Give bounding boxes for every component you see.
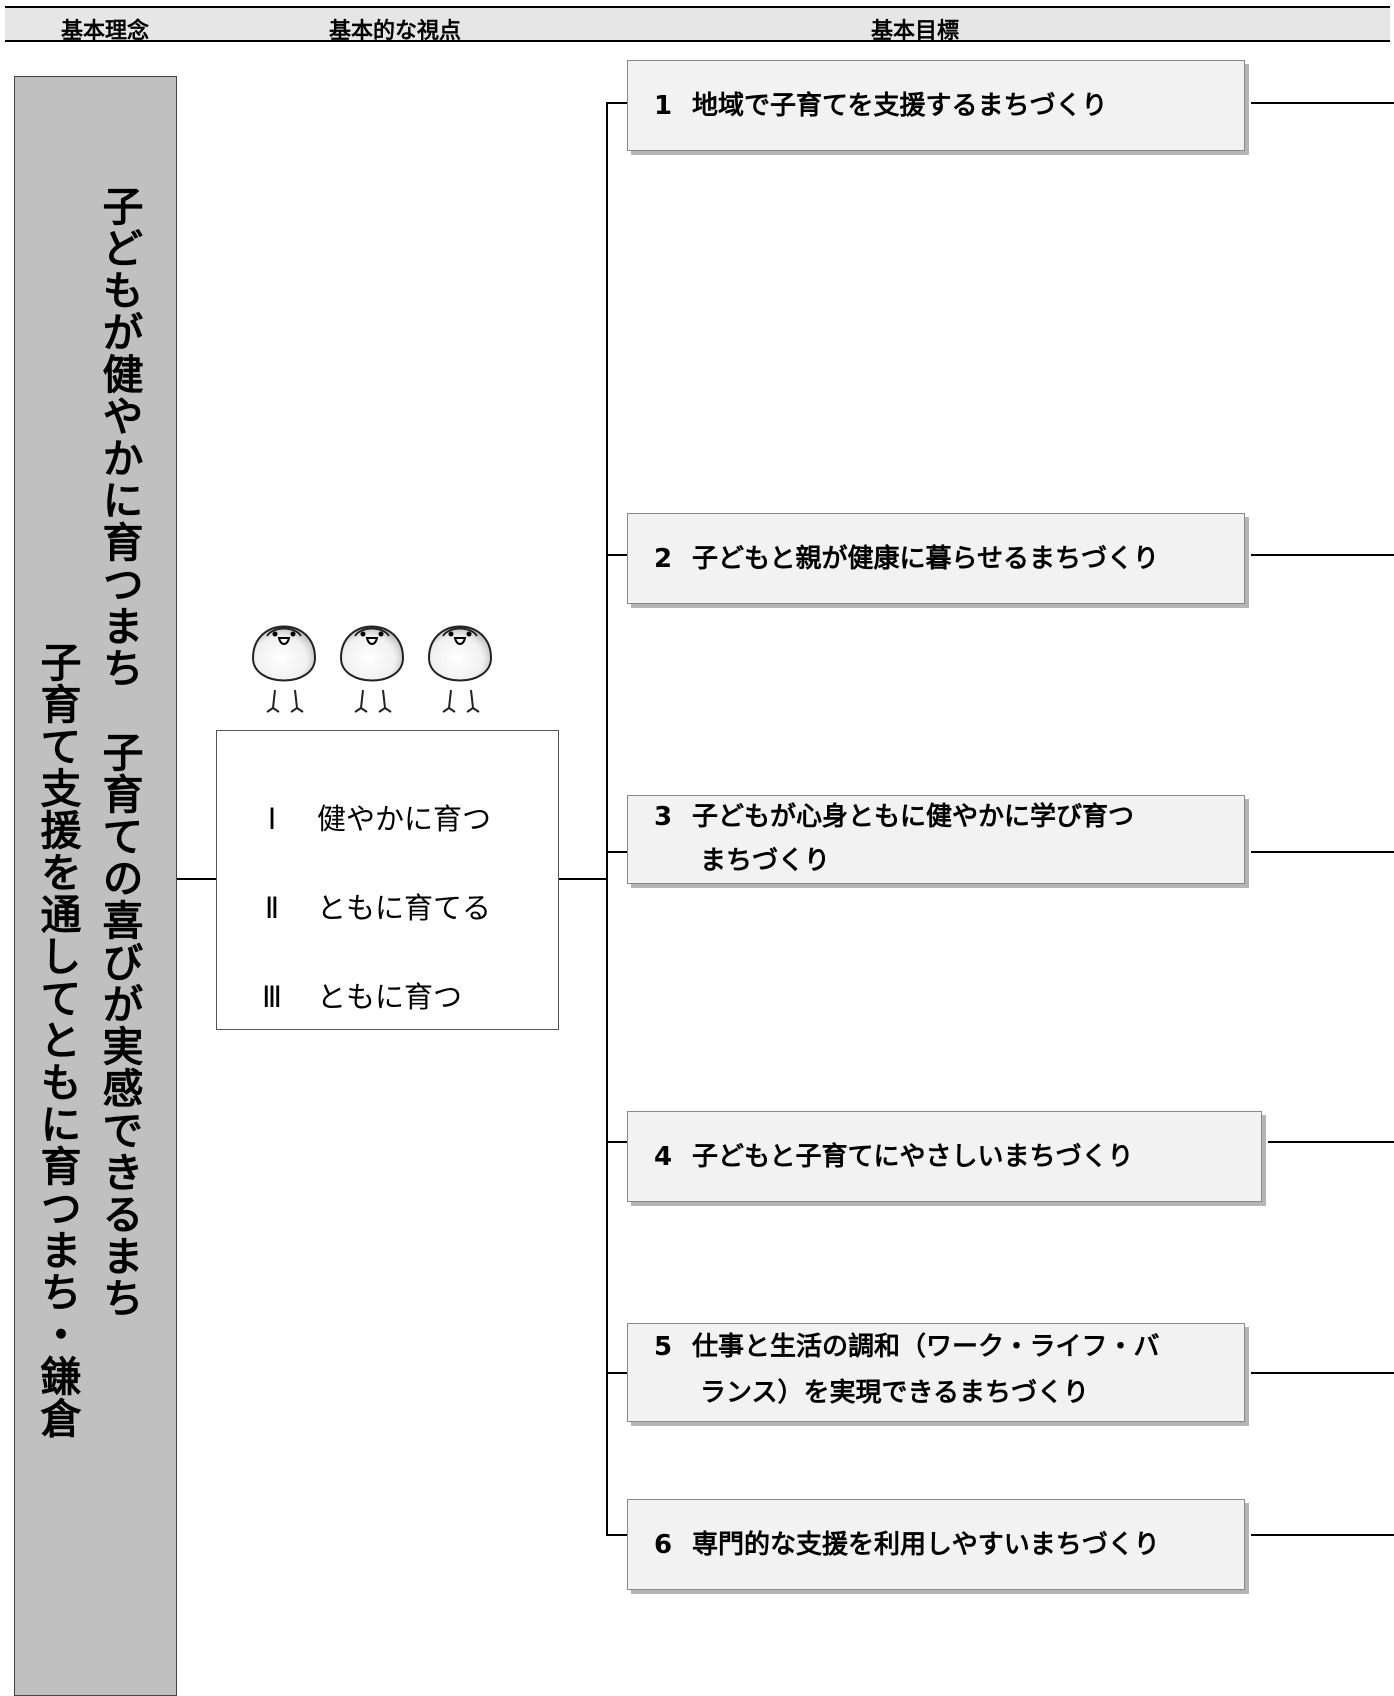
goal-outgoing-line <box>1251 102 1394 104</box>
goal-box: 2 子どもと親が健康に暮らせるまちづくり <box>627 513 1245 604</box>
header-viewpoints: 基本的な視点 <box>328 19 461 44</box>
goal-box: 4 子どもと子育てにやさしいまちづくり <box>627 1111 1262 1202</box>
goal-number: 1 <box>654 91 673 121</box>
goal-box: 1 地域で子育てを支援するまちづくり <box>627 60 1245 151</box>
goal-trunk-line <box>606 102 608 1536</box>
goal-label: 仕事と生活の調和（ワーク・ライフ・バ <box>692 1332 1160 1362</box>
header-philosophy: 基本理念 <box>60 19 149 44</box>
goal-outgoing-line <box>1268 1141 1394 1143</box>
chick-bird-icon <box>339 625 405 713</box>
goal-outgoing-line <box>1251 554 1394 556</box>
goal-line-2: まちづくり <box>700 846 831 876</box>
goal-line-1: 3 子どもが心身ともに健やかに学び育つ <box>654 794 1134 840</box>
goal-number: 6 <box>654 1530 673 1560</box>
goal-number: 2 <box>654 544 673 574</box>
goal-line-2: ランス）を実現できるまちづくり <box>700 1378 1089 1408</box>
goal-branch-line <box>606 851 627 853</box>
goal-branch-line <box>606 102 627 104</box>
viewpoint-label: ともに育てる <box>317 891 492 925</box>
goal-label: 専門的な支援を利用しやすいまちづくり <box>692 1530 1160 1560</box>
philosophy-line-1: 子どもが健やかに育つまち 子育ての喜びが実感できるまち <box>95 185 143 1319</box>
goal-outgoing-line <box>1251 1534 1394 1536</box>
goal-line-1: 4 子どもと子育てにやさしいまちづくり <box>654 1134 1133 1180</box>
connector-philosophy-viewpoints <box>177 878 216 880</box>
goal-branch-line <box>606 554 627 556</box>
viewpoint-label: 健やかに育つ <box>317 802 492 836</box>
goal-branch-line <box>606 1141 627 1143</box>
viewpoint-label: ともに育つ <box>317 980 463 1014</box>
connector-viewpoints-goals <box>559 878 607 880</box>
goal-box: 3 子どもが心身ともに健やかに学び育つ まちづくり <box>627 795 1245 884</box>
goal-number: 5 <box>654 1332 673 1362</box>
goal-branch-line <box>606 1534 627 1536</box>
viewpoints-box: Ⅰ 健やかに育つ Ⅱ ともに育てる Ⅲ ともに育つ <box>216 730 559 1030</box>
goal-number: 3 <box>654 802 673 832</box>
goal-label: 子どもと子育てにやさしいまちづくり <box>692 1142 1134 1172</box>
chick-bird-icon <box>251 625 317 713</box>
goal-outgoing-line <box>1251 1372 1394 1374</box>
goal-box: 5 仕事と生活の調和（ワーク・ライフ・バ ランス）を実現できるまちづくり <box>627 1323 1245 1422</box>
goal-label: 子どもが心身ともに健やかに学び育つ <box>692 802 1135 832</box>
goal-label: 子どもと親が健康に暮らせるまちづくり <box>692 544 1159 574</box>
goal-box: 6 専門的な支援を利用しやすいまちづくり <box>627 1499 1245 1590</box>
goal-line-1: 5 仕事と生活の調和（ワーク・ライフ・バ <box>654 1324 1159 1370</box>
header-band: 基本理念 基本的な視点 基本目標 <box>5 6 1390 44</box>
goal-label: 地域で子育てを支援するまちづくり <box>692 91 1108 121</box>
mascot-group <box>245 608 515 720</box>
goal-line-1: 1 地域で子育てを支援するまちづくり <box>654 83 1107 129</box>
goal-line-1: 2 子どもと親が健康に暮らせるまちづくり <box>654 536 1159 582</box>
goal-number: 4 <box>654 1142 673 1172</box>
goal-line-1: 6 専門的な支援を利用しやすいまちづくり <box>654 1522 1160 1568</box>
header-goals: 基本目標 <box>870 19 959 44</box>
goal-branch-line <box>606 1372 627 1374</box>
goal-outgoing-line <box>1251 851 1394 853</box>
philosophy-panel: 子どもが健やかに育つまち 子育ての喜びが実感できるまち 子育て支援を通してともに… <box>14 76 177 1696</box>
chick-bird-icon <box>427 625 493 713</box>
philosophy-line-2: 子育て支援を通してともに育つまち・鎌倉 <box>33 641 81 1439</box>
viewpoint-number: Ⅲ <box>262 980 282 1014</box>
viewpoint-number: Ⅱ <box>264 891 280 925</box>
viewpoint-number: Ⅰ <box>267 802 277 836</box>
